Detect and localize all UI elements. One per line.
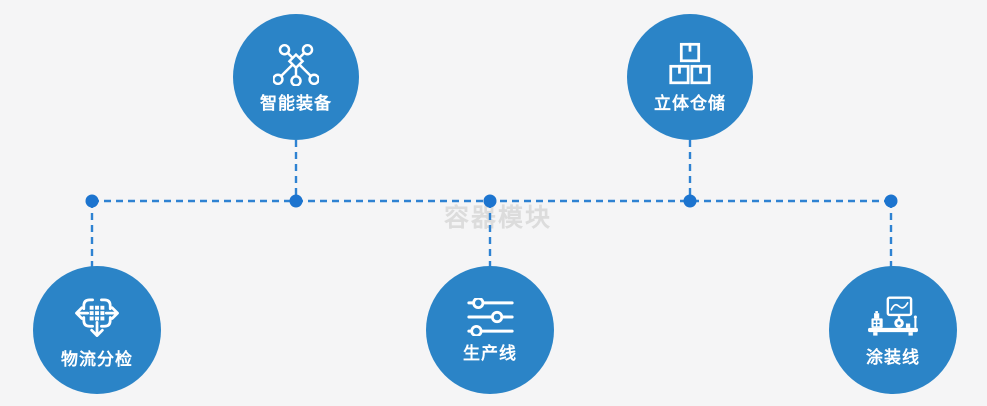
network-nodes-icon [273, 43, 319, 86]
node-label: 立体仓储 [654, 94, 726, 113]
watermark-text: 容器模块 [444, 204, 553, 232]
junction-dot [483, 194, 497, 208]
node-production-line: 生产线 [426, 266, 554, 394]
node-label: 涂装线 [866, 347, 920, 367]
node-label: 智能装备 [260, 93, 332, 113]
junction-dot [85, 194, 99, 208]
sort-arrows-icon [74, 298, 119, 337]
junction-dot [289, 194, 303, 208]
node-warehouse: 立体仓储 [627, 14, 753, 140]
stacked-boxes-icon [669, 42, 711, 85]
machine-icon [868, 295, 918, 336]
node-smart-equipment: 智能装备 [233, 14, 359, 140]
junction-dot [683, 194, 697, 208]
sliders-icon [466, 298, 514, 336]
node-logistics: 物流分检 [33, 266, 161, 394]
node-label: 生产线 [463, 344, 517, 363]
node-label: 物流分检 [61, 349, 133, 369]
junction-dot [884, 194, 898, 208]
node-painting-line: 涂装线 [829, 266, 957, 394]
